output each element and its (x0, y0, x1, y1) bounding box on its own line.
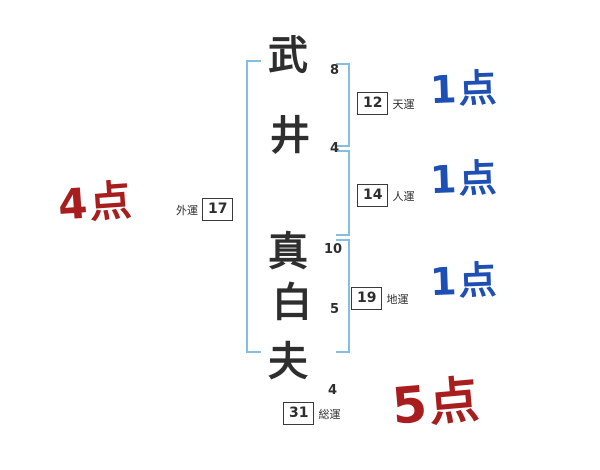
person-bracket-tick-bottom (336, 234, 350, 236)
name-char-1: 武 (268, 33, 308, 79)
stroke-count-3: 10 (324, 242, 343, 257)
heaven-label: 天運 (392, 97, 415, 111)
stroke-count-1: 8 (330, 63, 340, 78)
outer-value-box: 17 (202, 198, 234, 222)
earth-bracket-line (348, 239, 350, 353)
score-total: 5点 (389, 370, 484, 436)
heaven-bracket-tick-top (336, 63, 350, 65)
name-char-3: 真 (268, 229, 308, 275)
outer-bracket-tick-top (246, 60, 261, 62)
stroke-count-2: 4 (330, 141, 340, 156)
fortune-total: 31 総運 (283, 402, 341, 426)
person-label: 人運 (392, 189, 415, 203)
outer-bracket-line (246, 60, 248, 353)
stroke-count-5: 4 (328, 383, 338, 398)
person-bracket-line (348, 150, 350, 236)
person-value-box: 14 (357, 184, 389, 208)
score-heaven: 1点 (429, 65, 500, 113)
person-bracket-tick-top (336, 150, 350, 152)
score-outer: 4点 (56, 175, 135, 230)
earth-bracket-tick-top (336, 239, 350, 241)
heaven-value-box: 12 (357, 92, 389, 116)
outer-bracket-tick-bottom (246, 351, 261, 353)
outer-label: 外運 (176, 203, 198, 217)
score-earth: 1点 (429, 257, 500, 305)
heaven-bracket-line (348, 63, 350, 147)
name-char-5: 夫 (268, 339, 308, 385)
fortune-earth: 19 地運 (351, 287, 409, 311)
fortune-person: 14 人運 (357, 184, 415, 208)
fortune-outer: 外運 17 (176, 198, 234, 222)
earth-bracket-tick-bottom (336, 351, 350, 353)
total-value-box: 31 (283, 402, 315, 426)
name-char-2: 井 (270, 113, 310, 159)
stroke-count-4: 5 (330, 302, 340, 317)
score-person: 1点 (429, 155, 500, 203)
heaven-bracket-tick-bottom (336, 145, 350, 147)
earth-value-box: 19 (351, 287, 383, 311)
earth-label: 地運 (386, 292, 409, 306)
name-char-4: 白 (272, 280, 312, 326)
total-label: 総運 (318, 407, 341, 421)
fortune-heaven: 12 天運 (357, 92, 415, 116)
